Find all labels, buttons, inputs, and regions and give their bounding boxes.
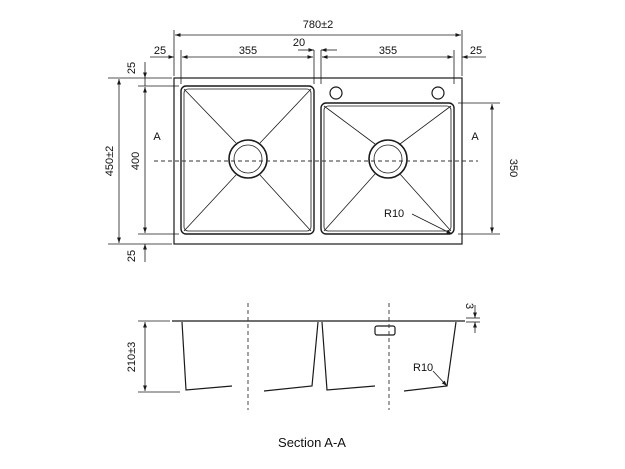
left-bowl-inner	[183, 88, 312, 232]
left-bowl-width-label: 355	[239, 45, 257, 57]
bottom-margin-label: 25	[126, 250, 138, 262]
section-label-left: A	[153, 131, 161, 143]
rim-thickness-label: 3	[463, 303, 475, 309]
right-bowl-width-label: 355	[379, 45, 397, 57]
right-margin-label: 25	[470, 45, 482, 57]
left-margin-label: 25	[154, 45, 166, 57]
overflow-slot	[374, 325, 396, 336]
right-bowl	[320, 102, 455, 235]
right-drain	[368, 139, 408, 179]
right-bowl-depth-label: 350	[507, 159, 519, 177]
section-right-bowl	[321, 321, 376, 391]
corner-radius-label-section: R10	[413, 362, 433, 374]
right-bowl-inner	[323, 105, 452, 232]
overall-depth-label: 450±2	[104, 146, 116, 177]
tap-hole-right	[431, 86, 445, 100]
corner-radius-label-top: R10	[384, 208, 404, 220]
left-bowl	[180, 85, 315, 235]
overall-width-label: 780±2	[303, 19, 334, 31]
divider-width-label: 20	[293, 37, 305, 49]
section-caption: Section A-A	[278, 435, 346, 450]
vertical-dimensions: 450±2 25 400 25 350	[104, 62, 519, 262]
top-margin-label: 25	[126, 62, 138, 74]
horizontal-dimensions: 780±2 25 355 20 355 25	[150, 19, 486, 84]
tap-hole-left	[329, 86, 343, 100]
top-view: A A R10	[153, 77, 479, 245]
section-label-right: A	[471, 131, 479, 143]
section-height-label: 210±3	[126, 342, 138, 373]
section-left-bowl	[181, 321, 233, 391]
section-view: 210±3 3 R10	[126, 303, 480, 410]
left-bowl-depth-label: 400	[130, 152, 142, 170]
left-drain	[228, 139, 268, 179]
